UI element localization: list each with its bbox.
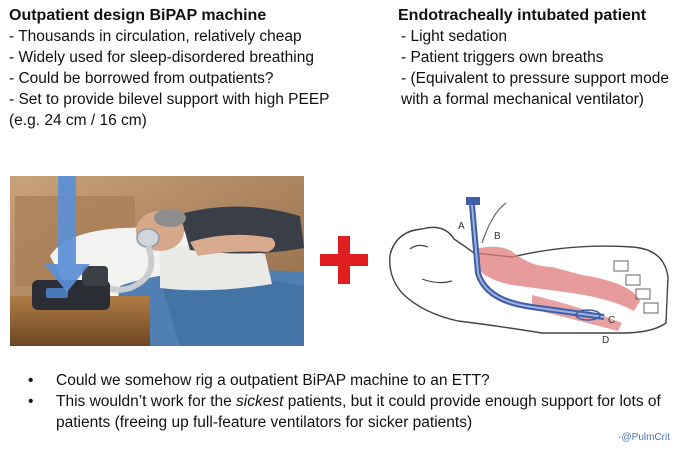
bullet-item-2: • This wouldn’t work for the sickest pat… <box>28 391 678 433</box>
intubation-diagram: A B C D <box>389 197 669 346</box>
vertebra-2 <box>625 274 641 286</box>
label-b: B <box>494 231 501 242</box>
bipap-display <box>46 288 68 298</box>
vertebra-4 <box>643 302 659 314</box>
airway-region <box>474 246 640 311</box>
patient-hair <box>154 209 186 227</box>
tube-cuff <box>575 309 601 321</box>
vertebra-1 <box>613 260 629 272</box>
blanket-shadow <box>160 276 304 346</box>
bipap-mask <box>136 228 160 248</box>
right-line-3: - (Equivalent to pressure support mode w… <box>401 70 669 108</box>
left-title: Outpatient design BiPAP machine <box>9 7 267 24</box>
bullet-text-2b: patients, but it could provide enough su… <box>56 393 661 431</box>
tube-highlight <box>471 204 605 318</box>
spine <box>613 260 659 314</box>
vertebra-3 <box>635 288 651 300</box>
bullet-emphasis: sickest <box>236 393 284 410</box>
plus-icon <box>320 236 368 284</box>
left-line-2: - Widely used for sleep-disordered breat… <box>9 49 314 66</box>
pilot-line <box>481 202 507 244</box>
right-line-2: - Patient triggers own breaths <box>401 49 604 66</box>
right-column: Endotracheally intubated patient - Light… <box>398 5 678 110</box>
left-line-1: - Thousands in circulation, relatively c… <box>9 28 302 45</box>
patient-arm <box>190 234 276 256</box>
left-line-5: (e.g. 24 cm / 16 cm) <box>9 112 147 129</box>
left-column: Outpatient design BiPAP machine - Thousa… <box>9 5 389 131</box>
left-line-4: - Set to provide bilevel support with hi… <box>9 91 330 108</box>
bipap-machine <box>32 280 110 310</box>
mouth-line <box>421 278 453 284</box>
down-arrow-icon <box>44 176 90 292</box>
plus-horizontal-bar <box>320 254 368 266</box>
eye-line <box>409 244 429 250</box>
left-line-3: - Could be borrowed from outpatients? <box>9 70 274 87</box>
right-title: Endotracheally intubated patient <box>398 7 647 24</box>
tube-connector <box>466 197 480 205</box>
right-line-1: - Light sedation <box>401 28 507 45</box>
bipap-photo <box>10 176 304 346</box>
label-a: A <box>458 221 465 232</box>
bipap-humidifier <box>82 266 108 286</box>
bullet-list: • Could we somehow rig a outpatient BiPA… <box>28 370 678 433</box>
credit-text: -@PulmCrit <box>618 432 670 443</box>
label-d: D <box>602 335 609 346</box>
bullet-marker-2: • <box>28 393 34 410</box>
bullet-marker-1: • <box>28 372 34 389</box>
bullet-text-2a: This wouldn’t work for the <box>56 393 237 410</box>
bullet-item-1: • Could we somehow rig a outpatient BiPA… <box>28 370 678 391</box>
label-c: C <box>608 315 615 326</box>
white-sheet <box>160 246 272 291</box>
head-outline <box>389 226 669 334</box>
bullet-text-1: Could we somehow rig a outpatient BiPAP … <box>56 372 490 389</box>
